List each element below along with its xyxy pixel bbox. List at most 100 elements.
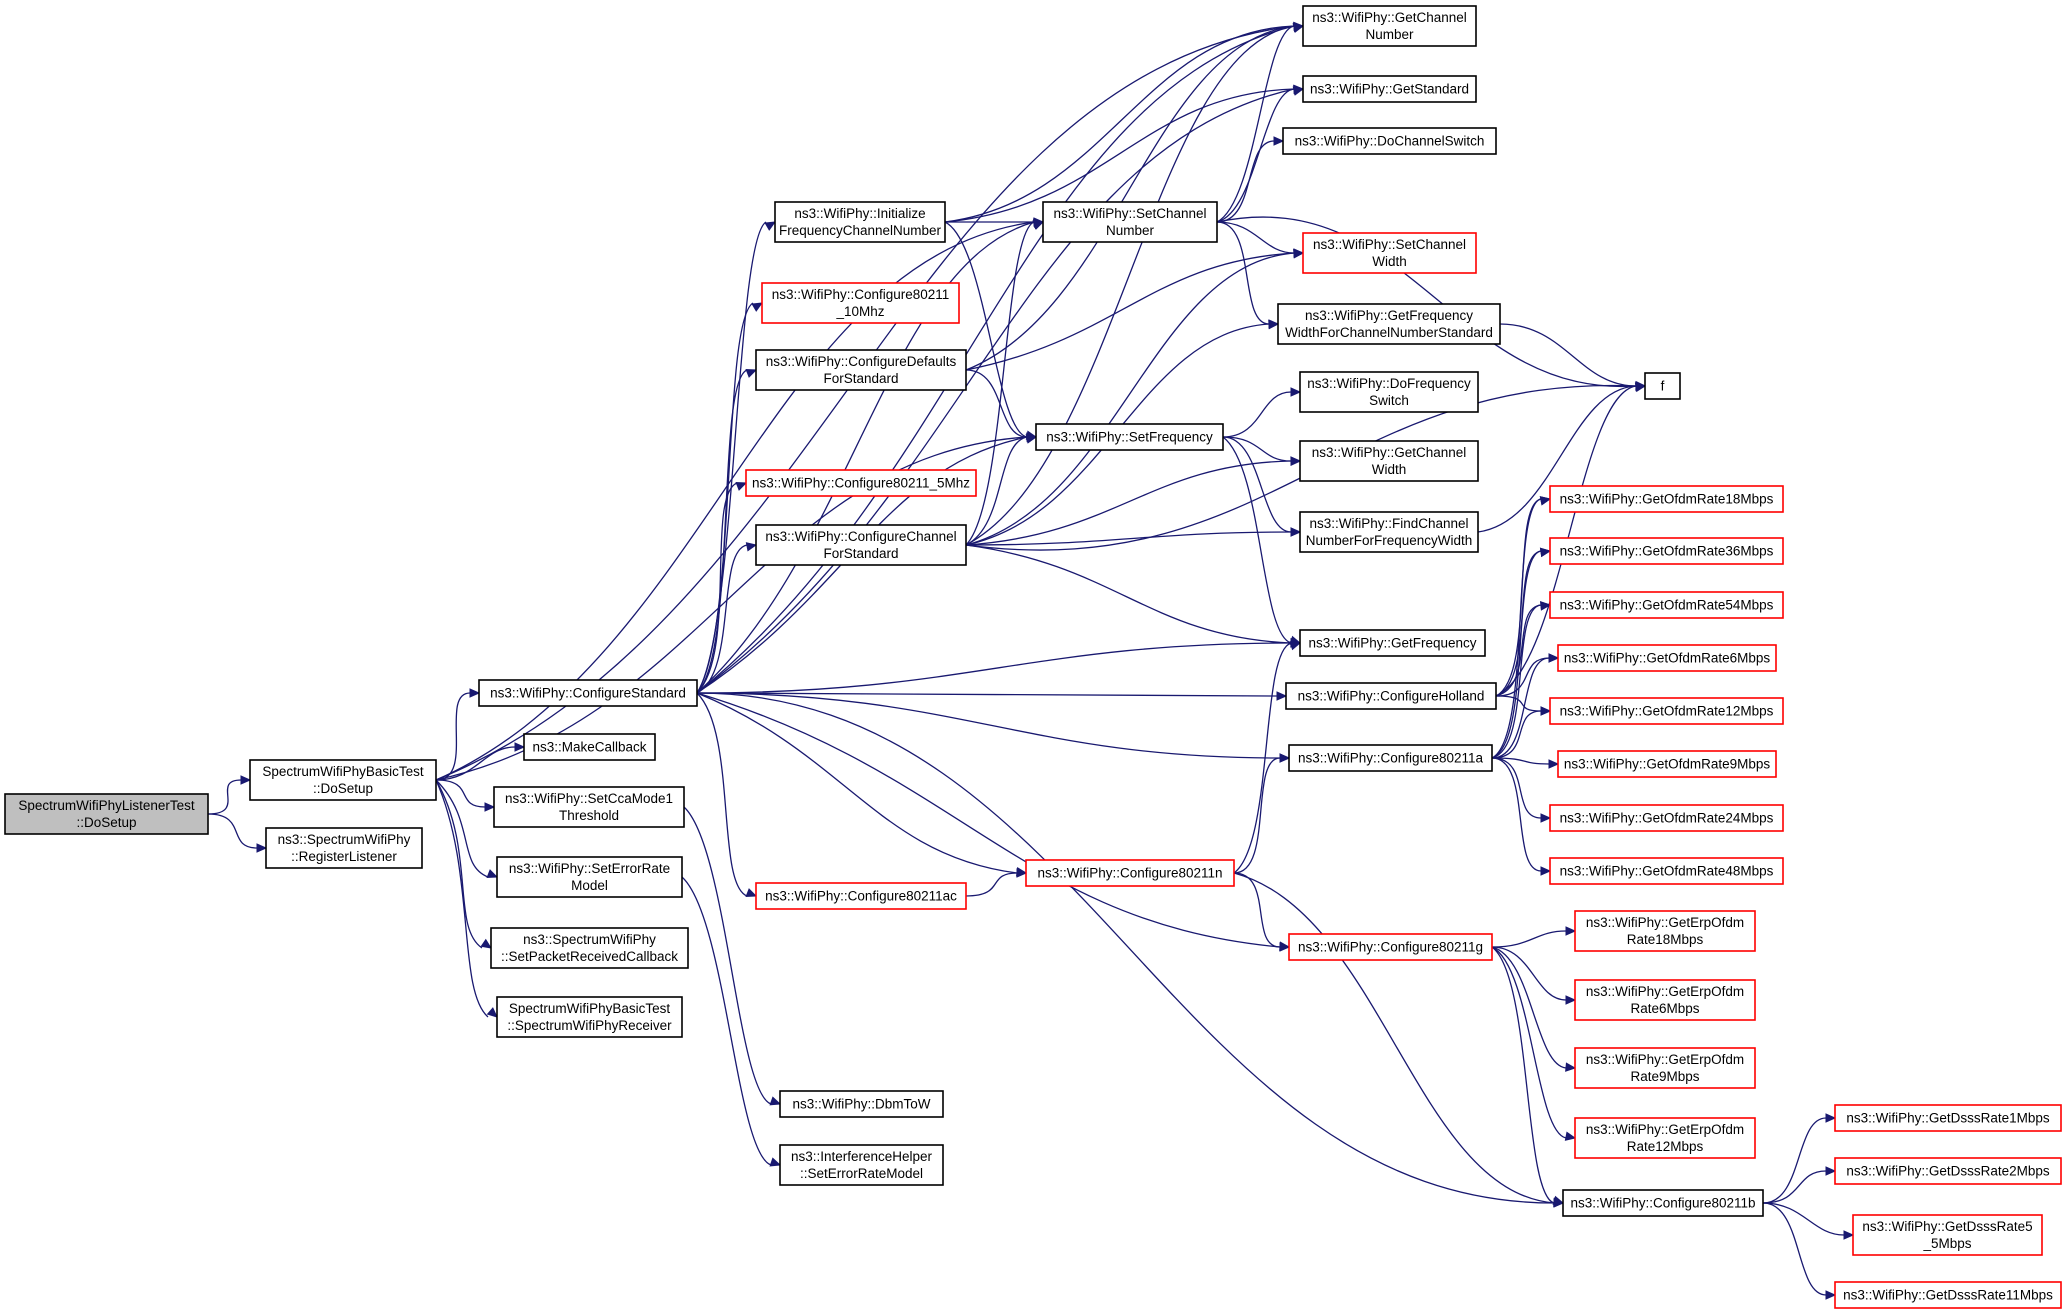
edge-configure_standard-to-conf_b xyxy=(696,692,1555,1204)
arrowhead-conf_g-to-erp12 xyxy=(1564,1131,1577,1141)
edge-find_channel-to-f xyxy=(1477,385,1637,533)
node-conf-g[interactable]: ns3::WifiPhy::Configure80211g xyxy=(1288,933,1493,961)
node-ofdm9[interactable]: ns3::WifiPhy::GetOfdmRate9Mbps xyxy=(1557,750,1777,778)
node-conf-holland[interactable]: ns3::WifiPhy::ConfigureHolland xyxy=(1285,682,1497,710)
edge-conf_channel-to-set_channel_width xyxy=(965,252,1295,546)
edge-init_freq-to-set_frequency xyxy=(944,221,1028,438)
arrowhead-conf_n-to-get_frequency xyxy=(1289,641,1302,651)
node-conf-10mhz[interactable]: ns3::WifiPhy::Configure80211_10Mhz xyxy=(761,282,960,324)
node-box xyxy=(755,524,967,566)
node-conf-channel[interactable]: ns3::WifiPhy::ConfigureChannelForStandar… xyxy=(755,524,967,566)
node-label-line: ns3::SpectrumWifiPhy xyxy=(278,832,411,847)
node-label-line: ns3::WifiPhy::GetFrequency xyxy=(1308,636,1476,651)
node-box xyxy=(478,679,698,707)
node-label-line: ns3::WifiPhy::GetDsssRate5 xyxy=(1862,1219,2032,1234)
node-make-callback[interactable]: ns3::MakeCallback xyxy=(523,733,656,761)
edge-conf_a-to-ofdm48 xyxy=(1491,757,1542,872)
edge-conf_channel-to-set_frequency xyxy=(965,436,1028,546)
edge-conf_channel-to-set_channel_number xyxy=(965,221,1035,546)
node-box xyxy=(1574,1047,1756,1089)
node-set-packet-received[interactable]: ns3::SpectrumWifiPhy::SetPacketReceivedC… xyxy=(490,927,689,969)
node-conf-n[interactable]: ns3::WifiPhy::Configure80211n xyxy=(1025,859,1235,887)
node-dsss5[interactable]: ns3::WifiPhy::GetDsssRate5_5Mbps xyxy=(1852,1214,2043,1256)
edge-init_freq-to-get_channel_number xyxy=(944,25,1295,223)
node-spectrum-receiver[interactable]: SpectrumWifiPhyBasicTest::SpectrumWifiPh… xyxy=(496,996,683,1038)
node-label-line: ns3::WifiPhy::Configure80211 xyxy=(772,287,950,302)
node-dsss2[interactable]: ns3::WifiPhy::GetDsssRate2Mbps xyxy=(1834,1157,2062,1185)
edge-configure_standard-to-conf_holland xyxy=(696,692,1278,697)
node-ofdm36[interactable]: ns3::WifiPhy::GetOfdmRate36Mbps xyxy=(1549,537,1784,565)
node-dsss1[interactable]: ns3::WifiPhy::GetDsssRate1Mbps xyxy=(1834,1104,2062,1132)
node-get-freq-width[interactable]: ns3::WifiPhy::GetFrequencyWidthForChanne… xyxy=(1277,303,1501,345)
node-ofdm48[interactable]: ns3::WifiPhy::GetOfdmRate48Mbps xyxy=(1549,857,1784,885)
arrowhead-set_frequency-to-do_freq_switch xyxy=(1290,387,1302,397)
node-set-error-rate[interactable]: ns3::WifiPhy::SetErrorRateModel xyxy=(496,856,683,898)
node-box xyxy=(1288,744,1493,772)
node-basic-dosetup[interactable]: SpectrumWifiPhyBasicTest::DoSetup xyxy=(249,759,437,801)
node-label-line: Number xyxy=(1106,223,1155,238)
node-dbm-to-w[interactable]: ns3::WifiPhy::DbmToW xyxy=(779,1090,944,1118)
node-ofdm6[interactable]: ns3::WifiPhy::GetOfdmRate6Mbps xyxy=(1557,644,1777,672)
node-box xyxy=(1302,75,1477,103)
node-register-listener[interactable]: ns3::SpectrumWifiPhy::RegisterListener xyxy=(265,827,423,869)
node-box xyxy=(1277,303,1501,345)
node-ofdm24[interactable]: ns3::WifiPhy::GetOfdmRate24Mbps xyxy=(1549,804,1784,832)
node-conf-b[interactable]: ns3::WifiPhy::Configure80211b xyxy=(1562,1189,1764,1217)
node-ofdm54[interactable]: ns3::WifiPhy::GetOfdmRate54Mbps xyxy=(1549,591,1784,619)
node-conf-defaults[interactable]: ns3::WifiPhy::ConfigureDefaultsForStanda… xyxy=(755,349,967,391)
node-set-frequency[interactable]: ns3::WifiPhy::SetFrequency xyxy=(1035,423,1224,451)
node-conf-5mhz[interactable]: ns3::WifiPhy::Configure80211_5Mhz xyxy=(745,469,977,497)
node-find-channel[interactable]: ns3::WifiPhy::FindChannelNumberForFreque… xyxy=(1299,511,1479,553)
node-box xyxy=(523,733,656,761)
edge-conf_channel-to-get_channel_number xyxy=(965,25,1295,546)
node-box xyxy=(755,349,967,391)
node-dsss11[interactable]: ns3::WifiPhy::GetDsssRate11Mbps xyxy=(1834,1281,2062,1309)
node-f[interactable]: f xyxy=(1644,372,1681,400)
node-box xyxy=(1834,1157,2062,1185)
arrowhead-basic_dosetup-to-set_error_rate xyxy=(486,869,499,879)
arrowhead-conf_a-to-ofdm24 xyxy=(1540,813,1552,823)
edge-configure_standard-to-conf_ac xyxy=(696,692,748,897)
edge-basic_dosetup-to-make_callback xyxy=(435,746,516,781)
node-label-line: ns3::WifiPhy::GetErpOfdm xyxy=(1586,1052,1744,1067)
node-box xyxy=(490,927,689,969)
node-label-line: ns3::MakeCallback xyxy=(532,740,646,755)
node-ofdm12[interactable]: ns3::WifiPhy::GetOfdmRate12Mbps xyxy=(1549,697,1784,725)
node-conf-a[interactable]: ns3::WifiPhy::Configure80211a xyxy=(1288,744,1493,772)
edge-conf_a-to-ofdm36 xyxy=(1491,550,1542,759)
node-ofdm18[interactable]: ns3::WifiPhy::GetOfdmRate18Mbps xyxy=(1549,485,1784,513)
node-box xyxy=(1644,372,1681,400)
node-box xyxy=(1574,1117,1756,1159)
node-get-standard[interactable]: ns3::WifiPhy::GetStandard xyxy=(1302,75,1477,103)
node-label-line: ::DoSetup xyxy=(76,815,136,830)
arrowhead-conf_g-to-conf_b xyxy=(1552,1195,1565,1205)
node-do-channel-switch[interactable]: ns3::WifiPhy::DoChannelSwitch xyxy=(1282,127,1497,155)
node-root[interactable]: SpectrumWifiPhyListenerTest::DoSetup xyxy=(4,793,209,835)
node-interference[interactable]: ns3::InterferenceHelper::SetErrorRateMod… xyxy=(779,1144,944,1186)
node-box xyxy=(755,882,967,910)
edge-configure_standard-to-conf_a xyxy=(696,692,1281,759)
node-get-frequency[interactable]: ns3::WifiPhy::GetFrequency xyxy=(1299,629,1486,657)
edge-configure_standard-to-get_frequency xyxy=(696,642,1292,694)
node-label-line: ::SpectrumWifiPhyReceiver xyxy=(507,1018,672,1033)
node-init-freq[interactable]: ns3::WifiPhy::InitializeFrequencyChannel… xyxy=(774,201,946,243)
edge-get_freq_width-to-f xyxy=(1499,323,1637,387)
node-configure-standard[interactable]: ns3::WifiPhy::ConfigureStandard xyxy=(478,679,698,707)
node-label-line: ns3::WifiPhy::ConfigureStandard xyxy=(490,686,686,701)
node-label-line: ns3::InterferenceHelper xyxy=(791,1149,933,1164)
node-conf-ac[interactable]: ns3::WifiPhy::Configure80211ac xyxy=(755,882,967,910)
node-label-line: ns3::WifiPhy::GetChannel xyxy=(1312,445,1467,460)
node-box xyxy=(1574,910,1756,952)
node-box xyxy=(265,827,423,869)
